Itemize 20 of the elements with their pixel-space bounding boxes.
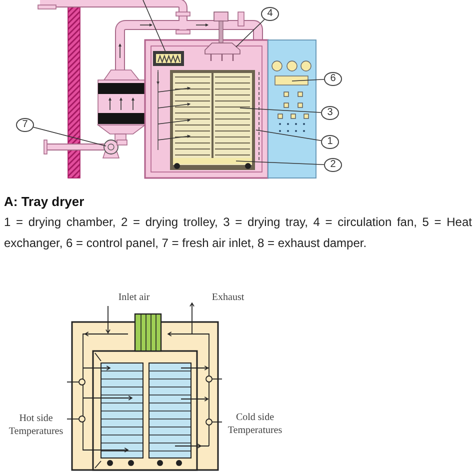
annotation-label: Cold side Temperatures [226,411,284,437]
callout-number: 2 [324,158,342,172]
leader-line [240,108,322,113]
annotation-label: Exhaust [210,291,246,304]
leader-line [236,19,265,48]
annotation-label: Hot side Temperatures [8,412,64,438]
heat-exchanger [153,51,184,66]
figure-caption: A: Tray dryer [4,194,84,210]
leader-line [33,126,106,146]
callout-number: 1 [321,135,339,149]
callout-number: 4 [261,7,279,21]
parts-key: 1 = drying chamber, 2 = drying trolley, 3 = drying tray, 4 = circulation fan, 5 = Heat exchanger, 6 = control panel, 7 = fresh air inlet, 8 = exhaust damper. [4,212,472,254]
callout-number: 3 [321,106,339,120]
annotation-label: Inlet air [117,291,151,304]
leader-line [292,79,324,82]
callout-number: 6 [324,72,342,86]
leader-line [142,0,166,52]
leader-line [256,130,322,141]
callout-number: 7 [16,118,34,132]
leader-line [236,160,324,165]
